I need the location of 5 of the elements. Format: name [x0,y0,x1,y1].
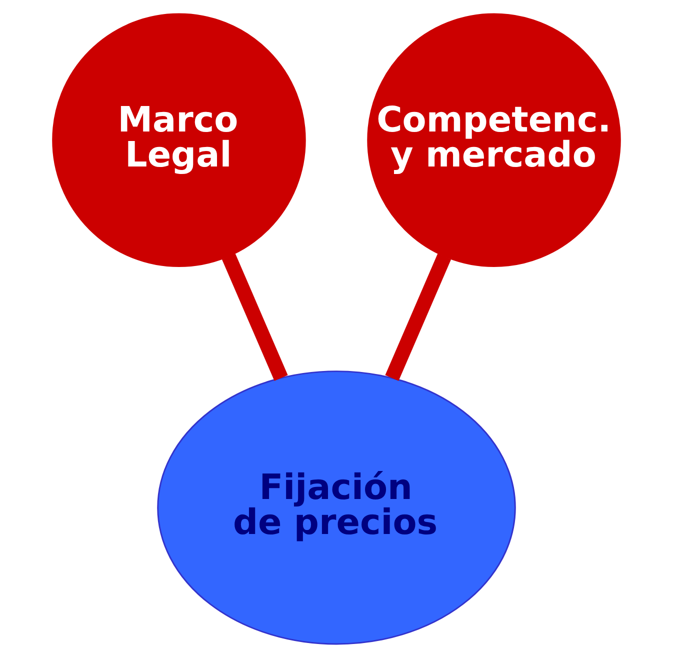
connector [385,254,452,381]
node-circle: Marco Legal [52,13,306,268]
connector [222,254,288,381]
node-ellipse: Fijación de precios [157,370,516,645]
node-circle: Competenc. y mercado [367,13,621,268]
